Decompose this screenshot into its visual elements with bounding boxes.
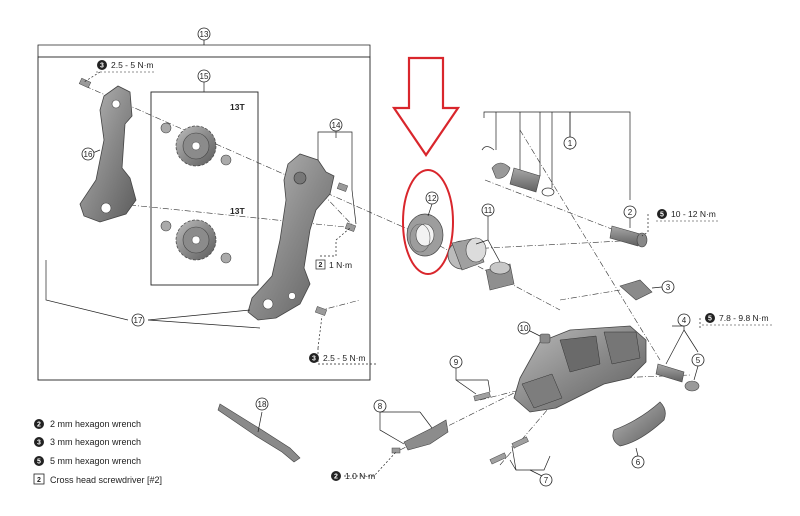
part-17-inner-plate <box>247 153 335 321</box>
svg-text:1.0 N·m: 1.0 N·m <box>345 471 375 481</box>
pulley-top-teeth-label: 13T <box>230 102 245 112</box>
part-6-plate <box>612 401 666 447</box>
svg-text:13: 13 <box>200 30 209 39</box>
part-9-screw <box>473 391 491 402</box>
callout-10: 10 <box>517 321 531 335</box>
svg-text:1: 1 <box>568 139 573 148</box>
legend: 2 2 mm hexagon wrench 3 3 mm hexagon wre… <box>33 419 162 485</box>
callout-18: 18 <box>255 397 269 411</box>
svg-text:2: 2 <box>37 477 41 484</box>
svg-text:5: 5 <box>708 316 712 323</box>
svg-text:17: 17 <box>134 316 143 325</box>
part-8-bracket <box>403 419 449 451</box>
svg-text:7: 7 <box>544 476 549 485</box>
callout-11: 11 <box>481 203 495 217</box>
svg-text:2 mm hexagon wrench: 2 mm hexagon wrench <box>50 419 141 429</box>
part-16-outer-plate <box>79 85 137 223</box>
box-13-bracket <box>37 44 371 57</box>
svg-text:3: 3 <box>100 63 104 70</box>
callout-17: 17 <box>131 313 145 327</box>
torque-screw-7: 2 1.0 N·m <box>331 471 375 481</box>
svg-text:14: 14 <box>332 121 341 130</box>
callout-13: 13 <box>197 27 211 41</box>
part-10 <box>539 333 551 344</box>
svg-text:18: 18 <box>258 400 267 409</box>
torque-bolt-4: 5 7.8 - 9.8 N·m <box>702 313 772 326</box>
svg-text:3: 3 <box>37 440 41 447</box>
svg-text:6: 6 <box>636 458 641 467</box>
highlight-ellipse <box>402 169 454 275</box>
svg-text:3: 3 <box>312 356 316 363</box>
screw-top-left <box>78 77 92 89</box>
svg-text:2: 2 <box>334 474 338 481</box>
legend-item-screwdriver: 2 Cross head screwdriver [#2] <box>33 473 162 485</box>
svg-text:11: 11 <box>484 206 493 215</box>
box-13 <box>37 56 371 381</box>
svg-text:3 mm hexagon wrench: 3 mm hexagon wrench <box>50 437 141 447</box>
svg-text:10 - 12 N·m: 10 - 12 N·m <box>671 209 716 219</box>
part-2-bolt <box>609 225 648 248</box>
box-15 <box>150 91 259 286</box>
svg-text:7.8 - 9.8 N·m: 7.8 - 9.8 N·m <box>719 313 769 323</box>
torque-bottom-box: 3 2.5 - 5 N·m <box>309 353 366 363</box>
svg-text:5 mm hexagon wrench: 5 mm hexagon wrench <box>50 456 141 466</box>
torque-inner: 2 1 N·m <box>315 259 352 270</box>
part-11-bushings <box>447 237 515 291</box>
torque-top-left: 3 2.5 - 5 N·m <box>96 60 156 73</box>
highlight-arrow <box>391 56 461 157</box>
callout-2: 2 <box>623 205 637 219</box>
callout-16: 16 <box>81 147 95 161</box>
part-18-tool <box>217 403 301 463</box>
callout-15: 15 <box>197 69 211 83</box>
svg-text:2.5 - 5 N·m: 2.5 - 5 N·m <box>323 353 366 363</box>
callout-5: 5 <box>691 353 705 367</box>
callout-9: 9 <box>449 355 463 369</box>
callout-1: 1 <box>563 136 577 150</box>
legend-item-3mm: 3 3 mm hexagon wrench <box>34 437 141 447</box>
svg-text:9: 9 <box>454 358 459 367</box>
svg-text:5: 5 <box>696 356 701 365</box>
svg-text:1 N·m: 1 N·m <box>329 260 352 270</box>
legend-item-5mm: 5 5 mm hexagon wrench <box>34 456 141 466</box>
part-5-washer <box>684 380 700 392</box>
callout-7: 7 <box>539 473 553 487</box>
svg-text:Cross head screwdriver [#2]: Cross head screwdriver [#2] <box>50 475 162 485</box>
axis-lines <box>84 85 691 466</box>
part-7-screws <box>489 436 529 465</box>
part-4-bolt <box>655 363 685 383</box>
leader-lines <box>45 71 701 479</box>
callout-8: 8 <box>373 399 387 413</box>
pulley-top <box>160 122 232 167</box>
pulley-bottom-teeth-label: 13T <box>230 206 245 216</box>
callout-3: 3 <box>661 280 675 294</box>
torque-bolt-2: 5 10 - 12 N·m <box>656 209 720 222</box>
svg-text:3: 3 <box>666 283 671 292</box>
callout-12: 12 <box>425 191 439 205</box>
legend-item-2mm: 2 2 mm hexagon wrench <box>34 419 141 429</box>
svg-text:2.5 - 5 N·m: 2.5 - 5 N·m <box>111 60 154 70</box>
svg-text:8: 8 <box>378 402 383 411</box>
callout-6: 6 <box>631 455 645 469</box>
svg-text:5: 5 <box>37 459 41 466</box>
callout-14: 14 <box>329 118 343 132</box>
part-12-washer <box>406 213 444 257</box>
part-3-cover <box>619 279 653 301</box>
callout-4: 4 <box>677 313 691 327</box>
svg-text:2: 2 <box>319 262 323 269</box>
svg-text:2: 2 <box>628 208 633 217</box>
svg-text:5: 5 <box>660 212 664 219</box>
part-1-axle-parts <box>481 146 555 197</box>
svg-text:12: 12 <box>428 194 437 203</box>
svg-text:16: 16 <box>84 150 93 159</box>
pulley-bottom <box>160 219 232 264</box>
svg-text:4: 4 <box>682 316 687 325</box>
svg-text:15: 15 <box>200 72 209 81</box>
svg-text:10: 10 <box>520 324 529 333</box>
svg-text:2: 2 <box>37 422 41 429</box>
